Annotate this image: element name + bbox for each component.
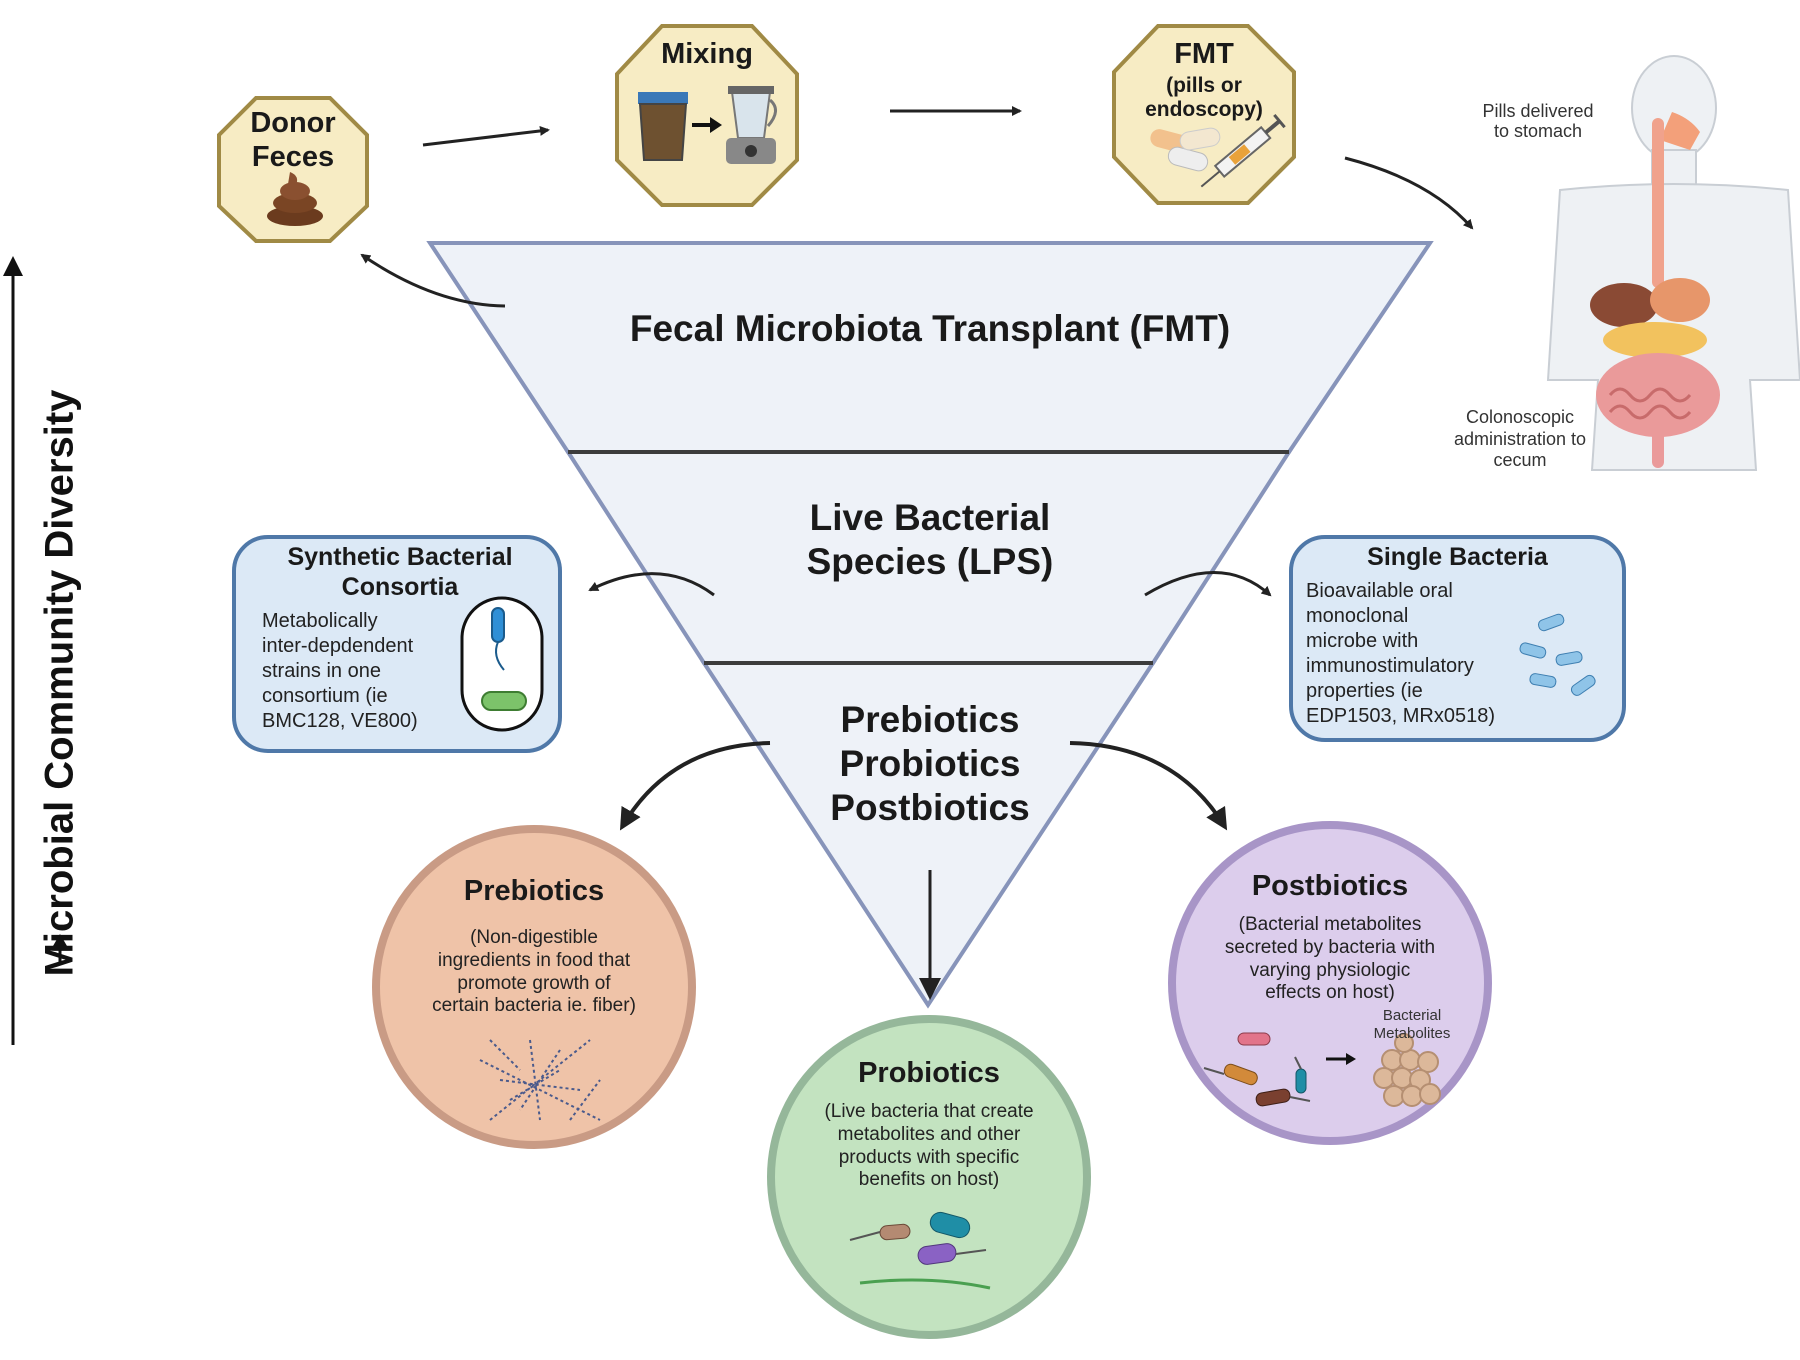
single-desc-line: monoclonal [1306,605,1409,627]
prebiotics-desc-line: promote growth of [457,972,611,994]
probiotics-title: Probiotics [858,1057,1000,1089]
liver-shape [1590,283,1658,327]
synthetic-desc-line: consortium (ie [262,685,388,707]
feces-icon [267,172,323,226]
pills-icon [1150,127,1221,172]
postbiotics-desc-line: secreted by bacteria with [1224,936,1436,958]
diversity-axis [3,256,67,1045]
prebiotics-circle [372,825,696,1149]
diversity-axis-arrowhead [3,256,23,276]
probiotics-desc-line: benefits on host) [858,1169,1000,1191]
postbiotics-desc-line: varying physiologic [1249,959,1411,981]
colon-note: Colonoscopic administration to cecum [1440,407,1600,472]
arrow-fmt-to-donor [360,253,506,308]
prebiotics-desc-line: ingredients in food that [437,949,631,971]
probiotics-desc-line: products with specific [838,1146,1020,1168]
synthetic-title-line2: Consortia [341,572,459,601]
postbiotics-desc-line: effects on host) [1265,982,1395,1004]
tier-biotics-label: Prebiotics Probiotics Postbiotics [780,698,1080,830]
arrow-donor-to-mixing [422,125,550,147]
prebiotics-desc-line: (Non-digestible [470,927,598,948]
esophagus-shape [1652,118,1664,288]
axis-title-text: Microbial Community Diversity [37,389,82,977]
donor-feces-label-line2: Feces [251,141,335,174]
synthetic-desc-line: inter-depdendent [262,635,414,657]
pills-note-line1: Pills delivered [1482,101,1594,121]
fmt-step-subtitle-line2: endoscopy) [1145,97,1263,121]
prebiotics-desc-line: certain bacteria ie. fiber) [432,995,636,1017]
tier-lps-label-line1: Live Bacterial [809,497,1051,538]
single-desc-line: microbe with [1306,630,1419,652]
blender-icon [726,86,777,164]
arrow-to-single-bacteria [1144,571,1272,597]
bacterial-metabolites-label: Bacterial Metabolites [1362,1007,1462,1043]
single-desc-line: EDP1503, MRx0518) [1306,705,1495,727]
single-bacteria-icon [1519,613,1596,696]
intestine-shape [1596,353,1720,437]
single-bacteria-box [1289,535,1626,742]
synthetic-description: Metabolically inter-depdendent strains i… [262,609,472,734]
mixing-label: Mixing [661,38,753,70]
colon-note-line2: administration to [1453,428,1587,449]
single-desc-line: immunostimulatory [1306,655,1474,677]
axis-title-arrowhead [53,934,67,946]
prebiotics-title: Prebiotics [463,875,605,907]
fmt-step-subtitle: (pills or endoscopy) [1116,74,1292,121]
tier-biotics-label-line2: Probiotics [839,743,1021,785]
single-title: Single Bacteria [1367,543,1548,571]
arrow-to-prebiotics [619,741,771,831]
arrow-to-postbiotics [1069,741,1228,831]
postbiotics-title: Postbiotics [1251,870,1409,902]
tier-biotics-label-line1: Prebiotics [840,699,1020,740]
diversity-pyramid [426,241,1434,1009]
probiotics-desc-line: (Live bacteria that create [824,1101,1034,1122]
colon-note-line3: cecum [1493,450,1547,471]
postbiotics-desc-line: (Bacterial metabolites [1238,914,1422,935]
bacterial-metabolites-line1: Bacterial [1382,1007,1442,1024]
colon-note-line1: Colonoscopic [1465,407,1575,427]
synthetic-title: Synthetic Bacterial Consortia [250,543,550,602]
donor-feces-label: Donor Feces [222,106,364,174]
synthetic-desc-line: BMC128, VE800) [262,710,418,732]
synthetic-desc-line: strains in one [262,660,381,682]
tier-biotics-label-line3: Postbiotics [830,787,1030,829]
metabolites-icon [1373,1033,1441,1107]
fiber-icon [479,1039,601,1121]
single-desc-line: properties (ie [1306,680,1423,702]
single-desc-line: Bioavailable oral [1306,580,1453,602]
postbiotic-bacteria-icon [1203,1032,1311,1107]
synthetic-desc-line: Metabolically [262,610,378,632]
donor-feces-label-line1: Donor [250,107,336,139]
tier-fmt-label: Fecal Microbiota Transplant (FMT) [629,308,1231,349]
prebiotics-description: (Non-digestible ingredients in food that… [404,927,664,1018]
probiotic-bacteria-icon [849,1211,991,1290]
capsule-icon [460,596,544,732]
synthetic-title-line1: Synthetic Bacterial [287,543,513,571]
postbiotic-arrow-icon [1326,1053,1356,1065]
tier-lps-label: Live Bacterial Species (LPS) [700,496,1160,585]
probiotics-description: (Live bacteria that create metabolites a… [799,1101,1059,1192]
donor-feces-octagon [217,96,369,243]
arrow-fmt-to-body [1344,156,1474,230]
tier-lps-label-line2: Species (LPS) [806,541,1054,583]
pills-note: Pills delivered to stomach [1468,101,1608,141]
mix-arrow-icon [692,117,722,133]
probiotics-desc-line: metabolites and other [837,1123,1021,1145]
postbiotics-description: (Bacterial metabolites secreted by bacte… [1195,914,1465,1005]
bacterial-metabolites-line2: Metabolites [1373,1025,1451,1042]
fmt-step-subtitle-line1: (pills or [1166,74,1242,97]
stomach-shape [1650,278,1710,322]
fmt-octagon [1112,24,1296,205]
cup-icon [638,92,688,161]
arrow-to-synthetic-consortia [588,572,715,597]
single-description: Bioavailable oral monoclonal microbe wit… [1306,579,1516,729]
fmt-step-title: FMT [1174,38,1234,70]
probiotics-circle [767,1015,1091,1339]
human-body-icon [1546,55,1800,471]
syringe-icon [1200,113,1286,188]
pills-note-line2: to stomach [1493,121,1583,142]
